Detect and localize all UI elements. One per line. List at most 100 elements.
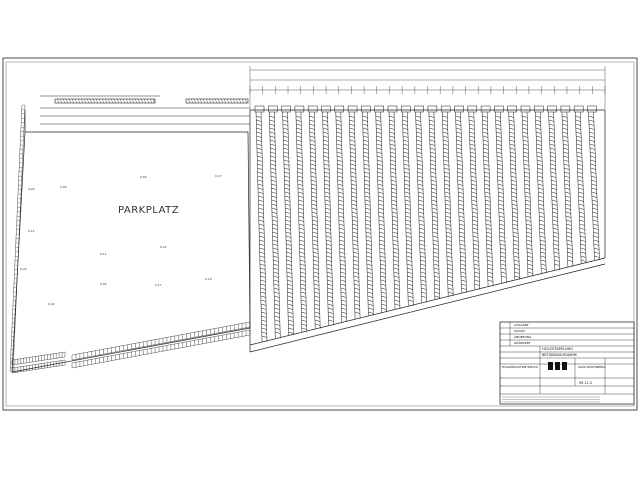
stack-hatch — [461, 279, 467, 282]
stack-hatch — [354, 295, 360, 298]
stack-hatch — [366, 251, 372, 254]
stack-hatch — [472, 215, 478, 218]
stack-hatch — [340, 267, 346, 270]
stack-hatch — [376, 147, 382, 150]
stack-hatch — [260, 303, 267, 306]
stack-hatch — [459, 231, 465, 234]
stack-edge — [579, 111, 587, 264]
stack-hatch — [550, 155, 556, 158]
stack-hatch — [272, 219, 278, 222]
stack-hatch — [458, 191, 464, 194]
stack-hatch — [403, 143, 409, 146]
stack-hatch — [433, 255, 439, 258]
stack-hatch — [391, 199, 397, 202]
stack-hatch — [301, 307, 307, 310]
stack-hatch — [378, 199, 384, 202]
stack-hatch — [326, 267, 332, 270]
stack-hatch — [310, 147, 316, 150]
stack-hatch — [579, 211, 585, 214]
stack-hatch — [269, 139, 276, 142]
stack-hatch — [300, 275, 306, 278]
stack-hatch — [256, 143, 262, 146]
stack-hatch — [340, 263, 346, 266]
stack-hatch — [474, 267, 480, 270]
stack-hatch — [420, 275, 426, 278]
stack-hatch — [526, 227, 532, 230]
stack-hatch — [297, 183, 303, 186]
stack-hatch — [310, 171, 316, 174]
stack-hatch — [566, 235, 572, 238]
stack-hatch — [524, 191, 530, 194]
stack-hatch — [524, 195, 531, 198]
stack-hatch — [257, 183, 263, 186]
stack-hatch — [580, 235, 586, 238]
stack-hatch — [350, 163, 356, 166]
stack-hatch — [286, 259, 292, 262]
stack-hatch — [261, 331, 267, 334]
stack-hatch — [535, 131, 542, 134]
stack-hatch — [460, 267, 466, 270]
stack-hatch — [496, 151, 502, 154]
stack-hatch — [509, 127, 515, 130]
stack-hatch — [549, 143, 555, 146]
stack-hatch — [540, 247, 546, 250]
stack-hatch — [322, 119, 328, 122]
stack-hatch — [340, 295, 347, 298]
stack-hatch — [566, 243, 573, 246]
stack-hatch — [470, 155, 476, 158]
stack-hatch — [576, 135, 582, 138]
stack-hatch — [284, 191, 290, 194]
stack-hatch — [340, 275, 346, 278]
stack-hatch — [325, 203, 331, 206]
stack-hatch — [524, 183, 530, 186]
stack-hatch — [527, 263, 533, 266]
stack-hatch — [298, 199, 304, 202]
stack-hatch — [300, 271, 306, 274]
stack-hatch — [287, 287, 293, 290]
stack-hatch — [365, 219, 371, 222]
stack-hatch — [378, 191, 384, 194]
stack-hatch — [353, 271, 359, 274]
stack-hatch — [461, 283, 467, 286]
stack-hatch — [394, 295, 400, 298]
stack-hatch — [566, 223, 572, 226]
stack-hatch — [458, 207, 464, 210]
stack-hatch — [522, 123, 528, 126]
stack-hatch — [312, 247, 319, 250]
stack-hatch — [460, 255, 466, 258]
stack-hatch — [564, 183, 570, 186]
stack-hatch — [270, 171, 276, 174]
stack-row-edge — [71, 326, 251, 361]
stack-hatch — [471, 191, 477, 194]
stack-hatch — [442, 115, 448, 118]
stack-hatch — [538, 191, 544, 194]
stack-hatch — [257, 155, 263, 158]
stack-hatch — [511, 195, 517, 198]
stack-hatch — [510, 171, 516, 174]
stack-hatch — [364, 179, 370, 182]
stack-hatch — [352, 227, 358, 230]
stack-hatch — [509, 123, 515, 126]
stack-hatch — [455, 123, 461, 126]
stack-hatch — [523, 155, 529, 158]
stack-hatch — [562, 123, 568, 126]
stack-hatch — [364, 183, 370, 186]
stack-hatch — [327, 295, 333, 298]
stack-hatch — [416, 127, 422, 130]
stack-hatch — [444, 179, 450, 182]
stack-hatch — [270, 143, 276, 146]
stack-hatch — [563, 163, 569, 166]
stack-hatch — [551, 191, 557, 194]
stack-hatch — [577, 183, 584, 186]
stack-hatch — [456, 139, 462, 142]
stack-hatch — [381, 291, 387, 294]
stack-hatch — [589, 143, 595, 146]
stack-hatch — [448, 291, 454, 294]
stack-hatch — [591, 183, 597, 186]
stack-hatch — [565, 199, 571, 202]
stack-hatch — [485, 215, 491, 218]
stack-hatch — [484, 175, 490, 178]
stack-hatch — [392, 243, 399, 246]
stack-hatch — [404, 195, 410, 198]
stack-hatch — [380, 271, 386, 274]
